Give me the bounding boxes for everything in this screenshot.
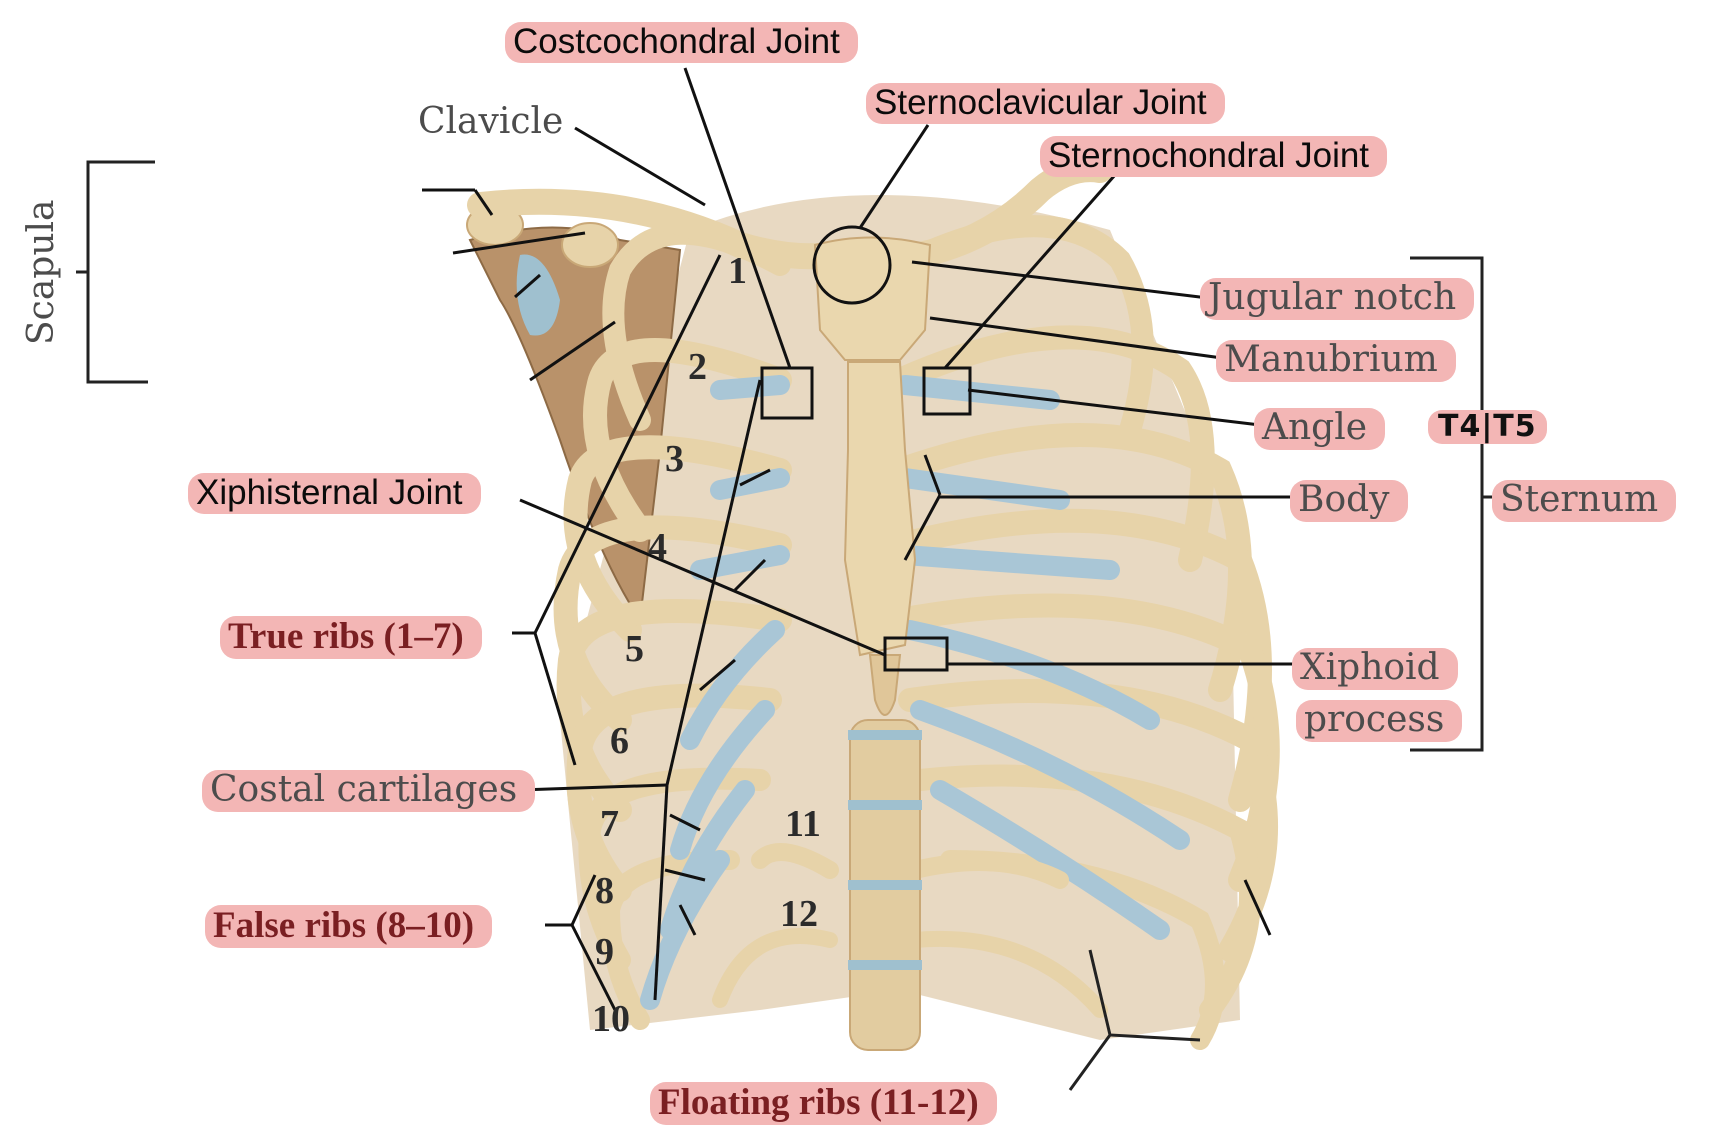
rib-number-11: 11: [785, 803, 821, 845]
sternoclavicular-joint-marker: [812, 225, 892, 305]
scapula-bracket: [76, 160, 155, 384]
sternoclavicular-joint-label: Sternoclavicular Joint: [866, 83, 1225, 124]
false-ribs-label: False ribs (8–10): [205, 905, 493, 948]
rib-number-9: 9: [595, 931, 614, 973]
glenoid-cavity: [516, 254, 560, 336]
xiphisternal-joint-label: Xiphisternal Joint: [188, 473, 481, 514]
coracoid: [561, 222, 619, 268]
rib-number-12: 12: [780, 893, 818, 935]
xiphoid-process-label-line1: Xiphoid: [1292, 648, 1458, 690]
floating-rib-11-left: [751, 843, 839, 879]
clavicle-label: Clavicle: [418, 101, 564, 142]
floating-ribs-label: Floating ribs (11-12): [650, 1082, 997, 1125]
floating-rib-12-left: [712, 928, 838, 1008]
rib-number-8: 8: [595, 870, 614, 912]
floating-ribs-bracket: [1068, 949, 1201, 1091]
jugular-notch-label: Jugular notch: [1200, 278, 1475, 320]
angle-label: Angle: [1254, 408, 1386, 450]
body-label: Body: [1290, 480, 1408, 522]
sternochondral-joint-label: Sternochondral Joint: [1040, 136, 1388, 177]
sternum-bone: [813, 236, 932, 716]
rib-number-1: 1: [728, 250, 747, 292]
rib-number-6: 6: [610, 720, 629, 762]
costal-cartilages-label: Costal cartilages: [202, 770, 536, 812]
ribs-right: [888, 215, 1280, 1050]
vertebral-column: [848, 719, 922, 1051]
floating-rib-11-right: [906, 853, 1069, 889]
leader-lines: [422, 67, 1296, 1011]
xiphoid-process-label-line2: process: [1296, 700, 1463, 742]
manubrium-label: Manubrium: [1216, 340, 1456, 382]
rib-number-5: 5: [625, 628, 644, 670]
true-ribs-label: True ribs (1–7): [220, 616, 482, 659]
rib-number-10: 10: [592, 998, 630, 1040]
floating-rib-12-right: [907, 930, 1108, 1018]
costochondral-joint-marker: [760, 366, 814, 420]
sternum-label: Sternum: [1492, 480, 1677, 522]
rib-number-2: 2: [688, 346, 707, 388]
scapula-label: Scapula: [21, 199, 62, 346]
clavicle-left: [467, 188, 843, 270]
rib-number-7: 7: [600, 803, 619, 845]
rib-number-4: 4: [648, 526, 667, 568]
angle-vertebral-level-note: T4|T5: [1428, 410, 1547, 444]
rib-number-3: 3: [665, 438, 684, 480]
costochondral-joint-label: Costcochondral Joint: [505, 22, 858, 63]
